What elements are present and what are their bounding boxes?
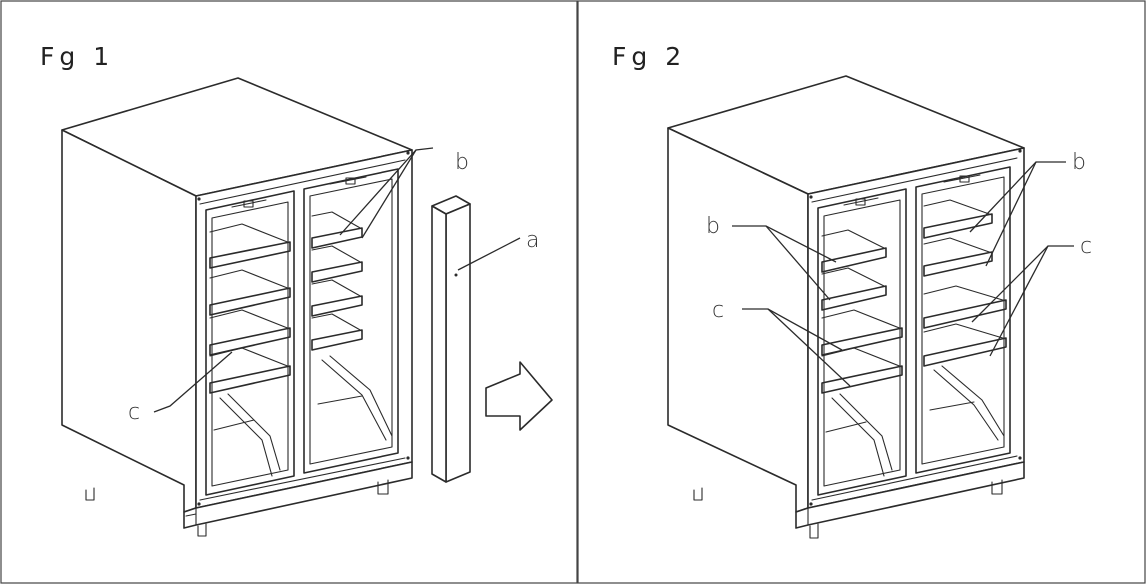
figure-2-panel: Fg 2 [577,0,1146,584]
leader-a-fig1 [457,237,521,271]
callout-c-fig1: c [128,400,140,425]
trim-strip-a [431,195,471,483]
callout-b-right-fig2: b [1072,150,1086,175]
removal-arrow [485,361,553,431]
figure-2-title: Fg 2 [612,42,686,71]
callout-b-fig1: b [455,150,469,175]
callout-c-left-fig2: c [712,298,724,323]
figure-1-panel: Fg 1 [0,0,578,584]
callout-c-right-fig2: c [1080,234,1092,259]
figure-1-title: Fg 1 [40,42,114,71]
wine-cabinet-1 [61,77,413,537]
leader-c-fig1 [153,351,233,413]
wine-cabinet-2 [667,75,1025,539]
callout-a-fig1: a [526,228,539,253]
callout-b-left-fig2: b [706,214,720,239]
